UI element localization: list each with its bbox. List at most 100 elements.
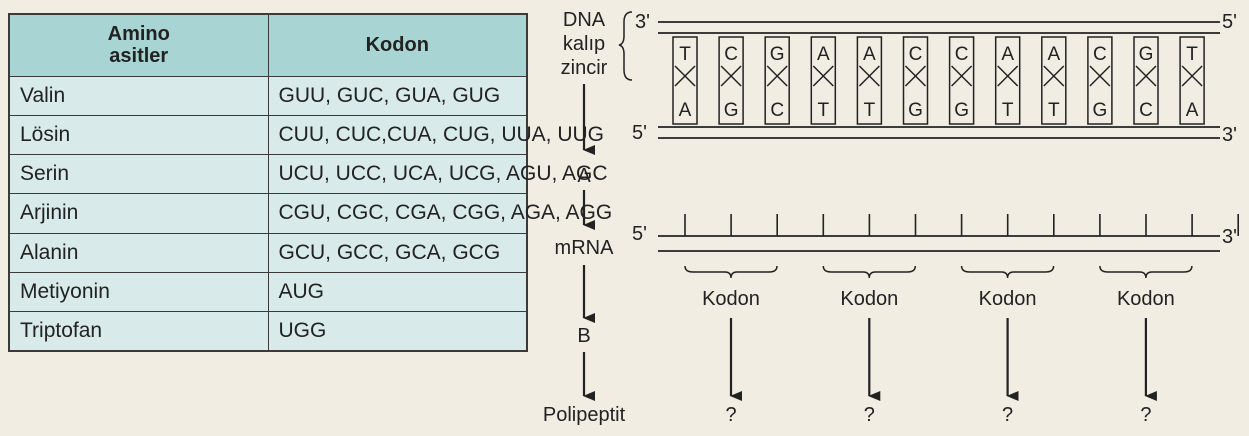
complement-base: T — [1002, 100, 1014, 121]
dna-label-line3: zincir — [561, 57, 608, 79]
codon-list-cell: CUU, CUC,CUA, CUG, UUA, UUG — [267, 114, 604, 156]
dna-label-line1: DNA — [563, 9, 606, 31]
amino-acid-cell: Lösin — [8, 114, 269, 156]
complement-base: A — [1186, 100, 1199, 121]
template-base: A — [1001, 44, 1014, 65]
codon-label: Kodon — [979, 288, 1037, 310]
template-base: C — [1093, 44, 1107, 65]
base-pair-box — [856, 36, 883, 125]
hydrogen-bond-lower — [812, 74, 834, 87]
hydrogen-bond-lower — [951, 74, 973, 87]
top-strand-right-end: 5' — [1222, 11, 1237, 33]
base-pair: AT — [994, 36, 1021, 125]
hydrogen-bond-lower — [1135, 74, 1157, 87]
hydrogen-bond-lower — [858, 74, 880, 87]
base-pair-box — [672, 36, 698, 125]
template-base: T — [679, 44, 691, 65]
base-pair: TA — [672, 36, 698, 125]
codon-label: Kodon — [702, 288, 760, 310]
hydrogen-bond-upper — [1089, 65, 1111, 78]
codon-brace — [1099, 265, 1193, 279]
polypeptide-label: Polipeptit — [543, 404, 626, 426]
codon-groups: Kodon?Kodon?Kodon?Kodon? — [684, 265, 1193, 426]
base-pair: CG — [718, 36, 744, 125]
codon-list-cell: GCU, GCC, GCA, GCG — [267, 232, 528, 273]
hydrogen-bond-lower — [997, 74, 1019, 87]
amino-acid-cell: Arjinin — [8, 193, 269, 234]
top-strand-left-end: 3' — [635, 11, 650, 33]
complement-base: T — [1048, 100, 1060, 121]
amino-acid-cell: Triptofan — [8, 311, 269, 352]
template-base: G — [770, 44, 785, 65]
complement-base: G — [1093, 100, 1108, 121]
codon-group: Kodon? — [1099, 265, 1193, 426]
amino-acid-cell: Alanin — [8, 232, 269, 273]
base-pair: AT — [810, 36, 837, 125]
codon-brace — [822, 265, 917, 279]
complement-base: G — [724, 100, 739, 121]
header-codon: Kodon — [267, 13, 528, 77]
hydrogen-bond-lower — [1181, 74, 1203, 87]
hydrogen-bond-lower — [720, 74, 742, 87]
hydrogen-bond-upper — [951, 65, 973, 78]
codon-brace — [684, 265, 778, 279]
codon-list-cell: GUU, GUC, GUA, GUG — [267, 75, 528, 116]
header-amino-acids: Amino asitler — [8, 13, 269, 77]
bottom-strand-right-end: 3' — [1222, 124, 1237, 146]
base-pair-box — [764, 36, 790, 125]
template-base: C — [955, 44, 969, 65]
base-pair: GC — [764, 36, 790, 125]
codon-list-cell: AUG — [267, 271, 528, 313]
codon-group: Kodon? — [960, 265, 1055, 426]
hydrogen-bond-upper — [904, 65, 927, 78]
base-pair-box — [1041, 36, 1067, 125]
base-pair-box — [1179, 36, 1205, 125]
codon-brace — [960, 265, 1055, 279]
hydrogen-bond-lower — [1089, 74, 1111, 87]
base-pair: AT — [856, 36, 883, 125]
base-pair-box — [718, 36, 744, 125]
template-base: A — [817, 44, 830, 65]
codon-list-cell: UGG — [267, 311, 528, 352]
complement-base: T — [817, 100, 829, 121]
amino-acid-cell: Serin — [8, 154, 269, 195]
mrna-ticks — [684, 214, 1239, 236]
table-header-row: Amino asitler Kodon — [8, 13, 528, 77]
base-pair-box — [902, 36, 929, 125]
template-base: G — [1139, 44, 1154, 65]
dna-label-brace — [618, 11, 633, 81]
hydrogen-bond-upper — [720, 65, 742, 78]
hydrogen-bond-upper — [1135, 65, 1157, 78]
codon-list-cell: UCU, UCC, UCA, UCG, AGU, AGC — [267, 154, 608, 195]
dna-label-line2: kalıp — [563, 33, 605, 55]
base-pair: AT — [1041, 36, 1067, 125]
template-base: C — [724, 44, 738, 65]
hydrogen-bond-upper — [1181, 65, 1203, 78]
unknown-amino-acid: ? — [1140, 404, 1151, 426]
complement-base: T — [864, 100, 876, 121]
header-amino-line1: Amino — [107, 23, 170, 46]
template-base: T — [1186, 44, 1198, 65]
mrna-label: mRNA — [555, 237, 615, 259]
complement-base: G — [954, 100, 969, 121]
base-pair-box — [810, 36, 837, 125]
unknown-amino-acid: ? — [725, 404, 736, 426]
base-pair: CG — [902, 36, 929, 125]
template-base: A — [863, 44, 876, 65]
base-pair-box — [994, 36, 1021, 125]
complement-base: G — [908, 100, 923, 121]
complement-base: C — [770, 100, 784, 121]
complement-base: C — [1139, 100, 1153, 121]
amino-acid-cell: Metiyonin — [8, 271, 269, 313]
base-pair: GC — [1133, 36, 1159, 125]
hydrogen-bond-upper — [997, 65, 1019, 78]
